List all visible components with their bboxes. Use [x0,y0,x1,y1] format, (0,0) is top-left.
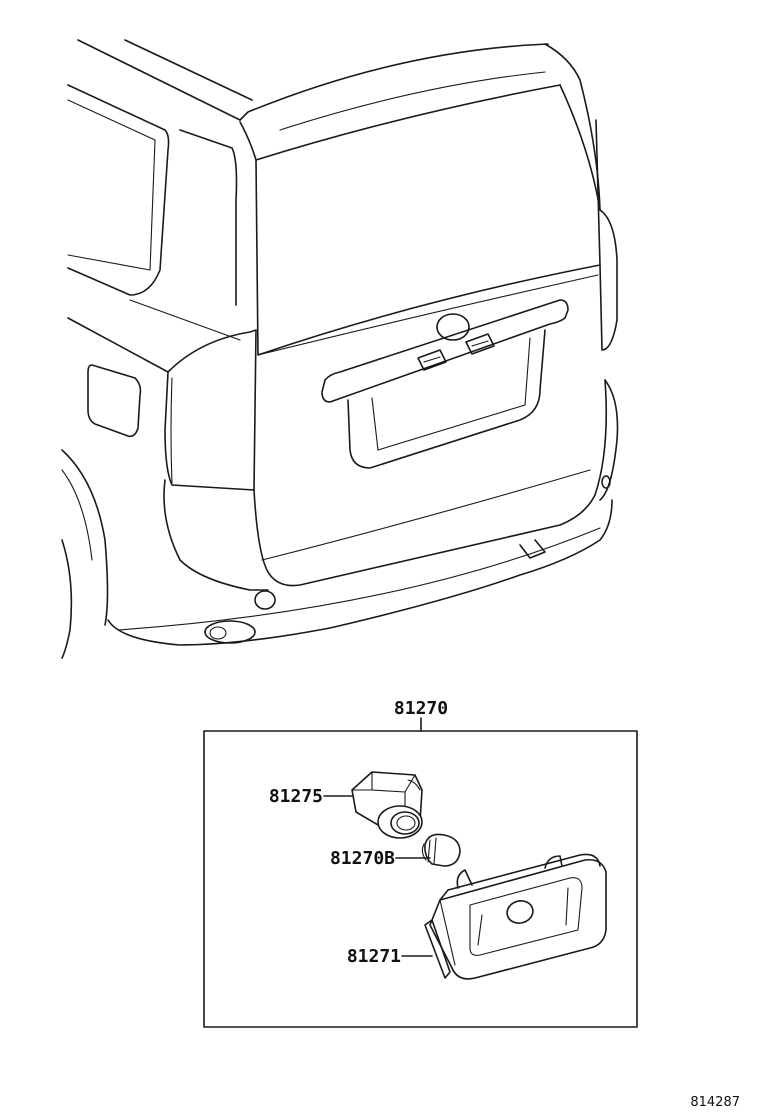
callout-81275: 81275 [269,786,323,807]
callout-81270B: 81270B [330,848,395,869]
callout-81271: 81271 [347,946,401,967]
license-lamp-marker-right [465,333,495,355]
vehicle-rear-illustration [61,39,619,659]
figure-code: 814287 [690,1095,740,1110]
housing-part [424,853,607,980]
callout-81270: 81270 [394,698,448,719]
socket-part [351,771,423,839]
license-lamp-marker-left [417,349,447,371]
bulb-part [421,833,461,867]
